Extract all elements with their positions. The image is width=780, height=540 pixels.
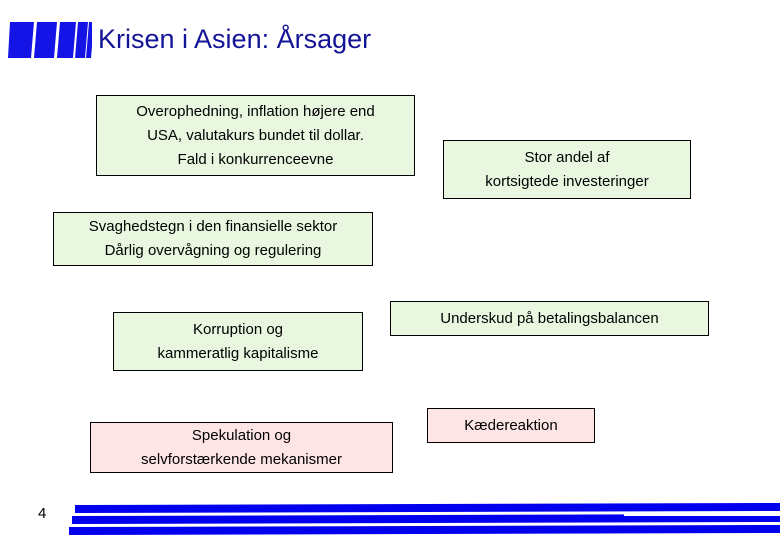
box-line: selvforstærkende mekanismer bbox=[141, 450, 342, 468]
box-line: Overophedning, inflation højere end bbox=[136, 102, 375, 120]
box-line: Korruption og bbox=[192, 320, 284, 338]
diagram-box-chain-reaction: Kædereaktion bbox=[427, 408, 595, 443]
diagram-box-balance-of-payments-deficit: Underskud på betalingsbalancen bbox=[390, 301, 709, 336]
box-line: Underskud på betalingsbalancen bbox=[440, 309, 659, 327]
box-line: Stor andel af bbox=[524, 148, 610, 166]
footer-decoration-bars bbox=[0, 494, 780, 540]
box-line: Kædereaktion bbox=[464, 416, 558, 434]
diagram-box-speculation: Spekulation og selvforstærkende mekanism… bbox=[90, 422, 393, 473]
diagram-box-overheating: Overophedning, inflation højere end USA,… bbox=[96, 95, 415, 176]
diagram-box-corruption: Korruption og kammeratlig kapitalisme bbox=[113, 312, 363, 371]
box-line: Dårlig overvågning og regulering bbox=[104, 242, 322, 259]
box-line: Fald i konkurrenceevne bbox=[177, 150, 334, 168]
box-line: Svaghedstegn i den finansielle sektor bbox=[88, 218, 338, 235]
page-number: 4 bbox=[38, 505, 47, 522]
box-line: USA, valutakurs bundet til dollar. bbox=[147, 126, 364, 144]
diagram-box-shortterm-investments: Stor andel af kortsigtede investeringer bbox=[443, 140, 691, 199]
box-line: kammeratlig kapitalisme bbox=[157, 344, 319, 362]
page-title: Krisen i Asien: Årsager bbox=[98, 24, 372, 54]
box-line: Spekulation og bbox=[191, 426, 292, 444]
diagram-box-financial-sector-weakness: Svaghedstegn i den finansielle sektor Då… bbox=[53, 212, 373, 266]
slanted-bars-logo bbox=[8, 18, 92, 60]
box-line: kortsigtede investeringer bbox=[485, 172, 649, 190]
